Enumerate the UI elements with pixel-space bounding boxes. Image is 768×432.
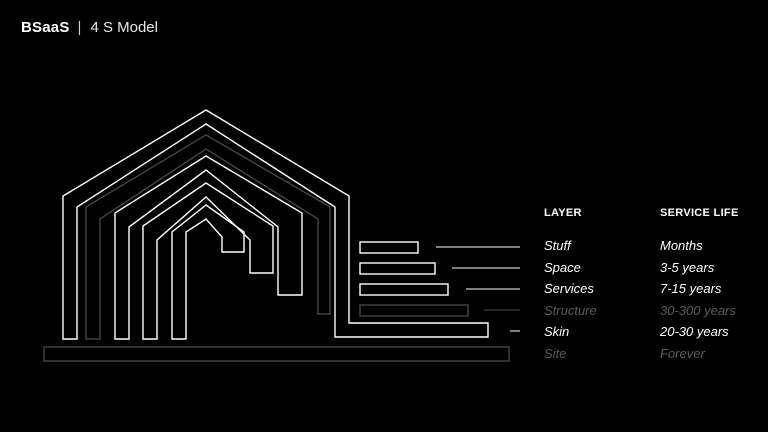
layer-name: Structure <box>544 303 597 318</box>
bar-services <box>359 283 449 296</box>
layer-service-life: 20-30 years <box>660 324 729 339</box>
header-separator: | <box>77 19 82 36</box>
layer-column-heading: LAYER <box>544 207 582 219</box>
layer-service-life: 30-300 years <box>660 303 736 318</box>
house-layer-skin <box>62 109 489 340</box>
service-life-column-heading: SERVICE LIFE <box>660 207 739 219</box>
bar-structure <box>359 304 469 317</box>
house-layer-space <box>142 182 274 340</box>
layer-name: Skin <box>544 324 570 339</box>
layer-name: Space <box>544 260 581 275</box>
house-layer-structure <box>85 134 331 340</box>
site-ground-bar <box>43 346 510 362</box>
layer-service-life: 3-5 years <box>660 260 715 275</box>
layer-name: Site <box>544 346 567 361</box>
bar-space <box>359 262 436 275</box>
layer-name: Services <box>544 281 594 296</box>
page-header: BSaaS | 4 S Model <box>21 18 158 38</box>
house-layer-stuff <box>171 204 245 340</box>
page-title: 4 S Model <box>90 19 158 36</box>
layer-service-life: 7-15 years <box>660 281 722 296</box>
layer-service-life: Forever <box>660 346 705 361</box>
bar-stuff <box>359 241 419 254</box>
brand-logo-text: BSaaS <box>21 19 70 36</box>
house-layer-services <box>114 155 303 340</box>
layer-name: Stuff <box>544 238 571 253</box>
layer-service-life: Months <box>660 238 703 253</box>
